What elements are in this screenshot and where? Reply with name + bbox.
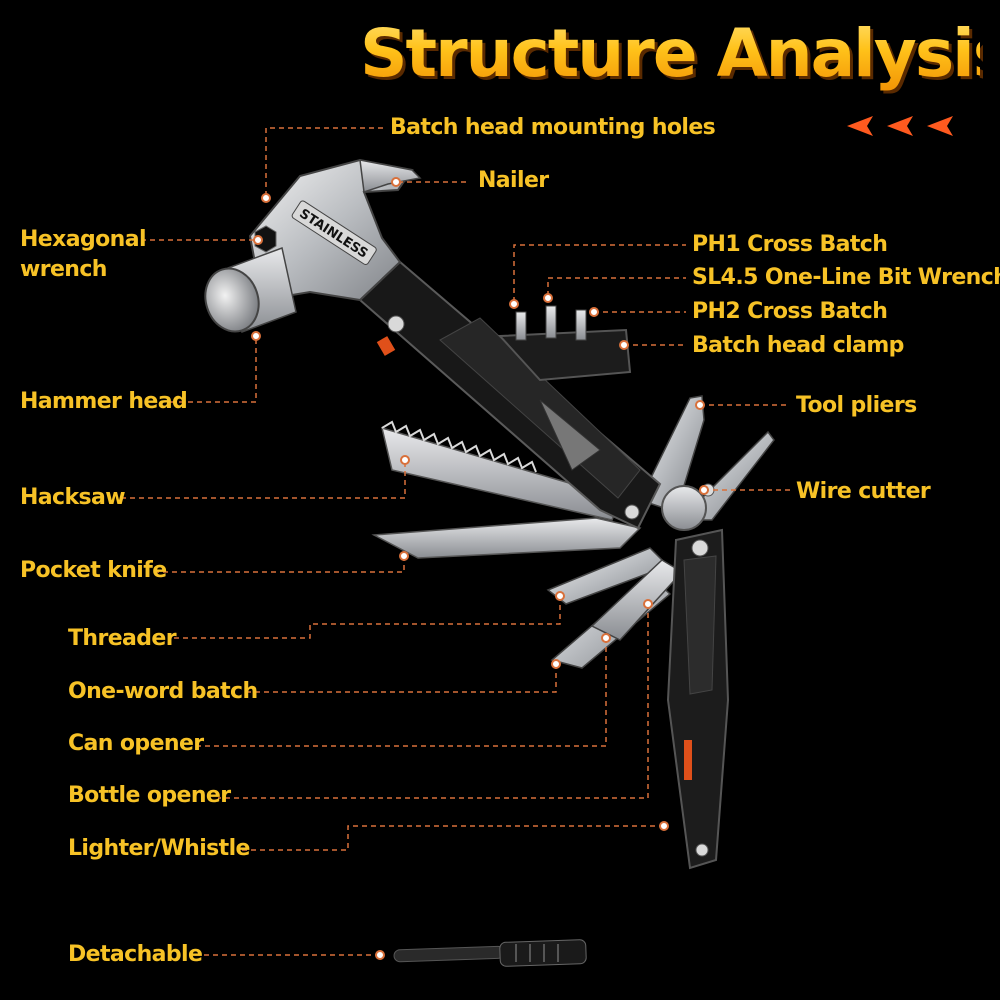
decorative-arrows xyxy=(847,116,953,136)
label-one-word-batch: One-word batch xyxy=(68,679,258,704)
page-title: Structure Analysis xyxy=(360,8,1000,100)
detachable-rod xyxy=(393,945,505,963)
label-tool-pliers: Tool pliers xyxy=(796,393,917,418)
label-wire-cutter: Wire cutter xyxy=(796,479,931,504)
pocket-knife-blade xyxy=(371,517,642,559)
label-hex-wrench-2: wrench xyxy=(20,257,107,282)
label-ph2: PH2 Cross Batch xyxy=(692,299,888,324)
hacksaw-teeth xyxy=(381,420,537,473)
label-hacksaw: Hacksaw xyxy=(20,485,126,510)
hammer-face xyxy=(204,267,260,333)
label-ph1: PH1 Cross Batch xyxy=(692,232,888,257)
left-triangle-arrow-icon xyxy=(927,116,953,136)
left-triangle-arrow-icon xyxy=(887,116,913,136)
label-lighter-whistle: Lighter/Whistle xyxy=(68,836,250,861)
label-hammer-head: Hammer head xyxy=(20,389,188,414)
leader-lines xyxy=(120,127,790,956)
leader-dots xyxy=(251,177,709,960)
label-threader: Threader xyxy=(68,626,177,651)
left-triangle-arrow-icon xyxy=(847,116,873,136)
label-batch-clamp: Batch head clamp xyxy=(692,333,904,358)
label-pocket-knife: Pocket knife xyxy=(20,558,167,583)
label-nailer: Nailer xyxy=(478,168,549,193)
label-sl45: SL4.5 One-Line Bit Wrench xyxy=(692,265,1000,290)
label-batch-mounting-holes: Batch head mounting holes xyxy=(390,115,716,140)
hex-wrench-hole xyxy=(254,225,277,253)
label-can-opener: Can opener xyxy=(68,731,204,756)
hacksaw-blade xyxy=(380,426,621,521)
label-detachable: Detachable xyxy=(68,942,203,967)
label-hex-wrench-1: Hexagonal xyxy=(20,227,146,252)
label-bottle-opener: Bottle opener xyxy=(68,783,231,808)
nailer-claw xyxy=(359,159,422,194)
